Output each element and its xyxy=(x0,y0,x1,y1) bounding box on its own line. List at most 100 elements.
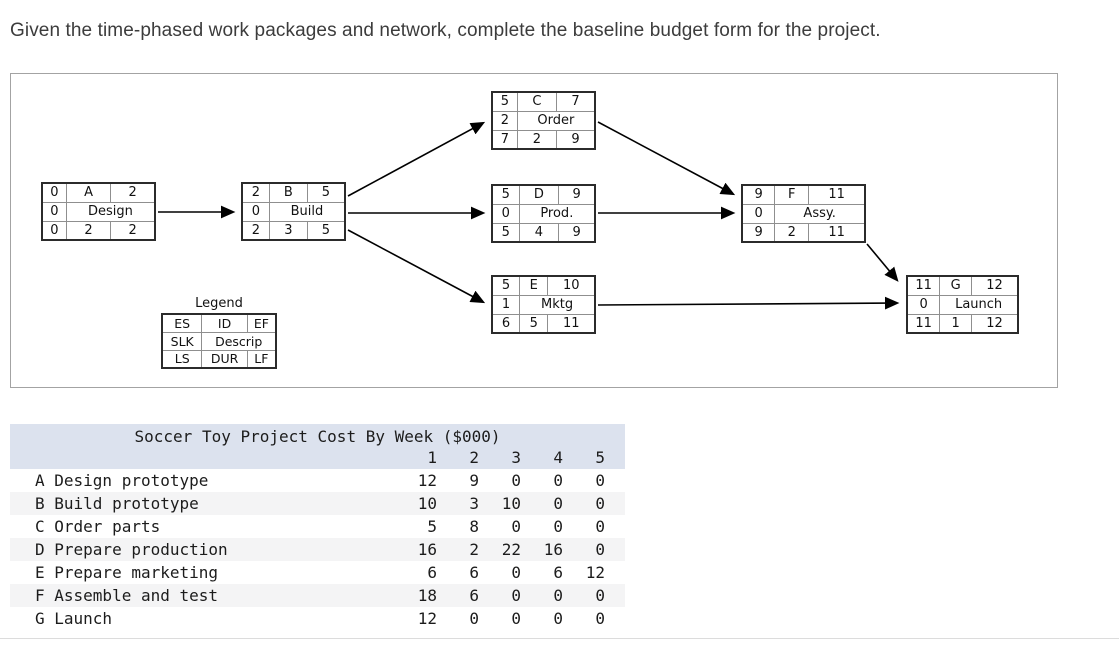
cost-cell: 0 xyxy=(553,609,563,628)
legend-descrip: Descrip xyxy=(201,331,277,351)
cost-cell: 0 xyxy=(469,609,479,628)
cost-cell: 0 xyxy=(595,517,605,536)
node-es: 11 xyxy=(906,275,941,296)
cost-cell: 10 xyxy=(417,494,437,513)
network-arrows xyxy=(158,121,900,310)
cost-cell: 12 xyxy=(417,609,437,628)
node-descrip: Assy. xyxy=(774,203,866,224)
node-slk: 0 xyxy=(741,203,776,224)
node-dur: 2 xyxy=(516,129,557,150)
cost-cell: 0 xyxy=(595,609,605,628)
activity-label: E Prepare marketing xyxy=(35,563,219,582)
activity-label: F Assemble and test xyxy=(35,586,219,605)
cost-cell: 12 xyxy=(585,563,605,582)
node-lf: 11 xyxy=(808,222,866,243)
node-dur: 2 xyxy=(65,220,112,241)
node-id: C xyxy=(516,91,557,112)
node-id: D xyxy=(518,184,560,205)
node-es: 2 xyxy=(241,182,270,203)
node-slk: 2 xyxy=(491,110,518,131)
arrow-f-g xyxy=(866,243,899,282)
arrow-c-f xyxy=(597,121,736,196)
node-dur: 3 xyxy=(268,220,308,241)
node-descrip: Order xyxy=(516,110,596,131)
cost-cell: 6 xyxy=(469,563,479,582)
node-lf: 12 xyxy=(971,313,1019,334)
node-ef: 5 xyxy=(306,182,346,203)
week-header-3: 3 xyxy=(511,448,521,467)
cost-cell: 0 xyxy=(511,471,521,490)
legend-title: Legend xyxy=(195,296,243,311)
node-descrip: Prod. xyxy=(518,203,596,224)
arrow-b-c xyxy=(347,121,486,197)
cost-cell: 0 xyxy=(553,471,563,490)
cost-cell: 0 xyxy=(511,563,521,582)
activity-label: D Prepare production xyxy=(35,540,228,559)
node-ls: 11 xyxy=(906,313,941,334)
activity-label: A Design prototype xyxy=(35,471,209,490)
legend-ls: LS xyxy=(161,349,203,369)
cost-cell: 16 xyxy=(543,540,563,559)
cost-table-header-row: 1 2 3 4 5 xyxy=(10,448,626,469)
legend-es: ES xyxy=(161,313,203,333)
cost-cell: 6 xyxy=(553,563,563,582)
node-slk: 0 xyxy=(906,294,941,315)
cost-cell: 0 xyxy=(595,494,605,513)
node-es: 5 xyxy=(491,184,520,205)
cost-cell: 16 xyxy=(417,540,437,559)
cost-cell: 0 xyxy=(511,609,521,628)
cost-cell: 18 xyxy=(417,586,437,605)
week-header-5: 5 xyxy=(595,448,605,467)
cost-cell: 2 xyxy=(469,540,479,559)
legend-dur: DUR xyxy=(201,349,248,369)
node-ls: 9 xyxy=(741,222,776,243)
node-dur: 1 xyxy=(939,313,973,334)
node-slk: 0 xyxy=(491,203,520,224)
node-ef: 9 xyxy=(558,184,596,205)
node-id: F xyxy=(774,184,810,205)
cost-cell: 6 xyxy=(427,563,437,582)
arrow-e-g xyxy=(597,296,900,310)
node-id: B xyxy=(268,182,308,203)
node-descrip: Mktg xyxy=(519,294,596,315)
cost-row-b: B Build prototype 10 3 10 0 0 xyxy=(10,492,626,515)
cost-cell: 10 xyxy=(501,494,521,513)
node-dur: 2 xyxy=(774,222,810,243)
node-ef: 10 xyxy=(547,275,596,296)
cost-cell: 22 xyxy=(501,540,521,559)
node-id: A xyxy=(65,182,112,203)
node-descrip: Launch xyxy=(939,294,1019,315)
node-ef: 12 xyxy=(971,275,1019,296)
cost-row-e: E Prepare marketing 6 6 0 6 12 xyxy=(10,561,625,584)
cost-row-a: A Design prototype 12 9 0 0 0 xyxy=(10,469,625,492)
week-header-4: 4 xyxy=(553,448,563,467)
cost-table: Soccer Toy Project Cost By Week ($000) 1… xyxy=(10,424,626,630)
cost-cell: 0 xyxy=(595,471,605,490)
activity-label: G Launch xyxy=(35,609,113,628)
node-id: E xyxy=(519,275,549,296)
node-ls: 2 xyxy=(241,220,270,241)
cost-cell: 0 xyxy=(595,586,605,605)
node-lf: 2 xyxy=(110,220,156,241)
node-ef: 7 xyxy=(555,91,596,112)
node-dur: 5 xyxy=(519,313,549,334)
cost-cell: 6 xyxy=(469,586,479,605)
node-slk: 1 xyxy=(491,294,521,315)
node-descrip: Design xyxy=(65,201,156,222)
cost-row-c: C Order parts 5 8 0 0 0 xyxy=(10,515,625,538)
cost-cell: 0 xyxy=(553,517,563,536)
node-es: 0 xyxy=(41,182,67,203)
week-header-1: 1 xyxy=(427,448,437,467)
cost-cell: 0 xyxy=(553,586,563,605)
node-es: 9 xyxy=(741,184,776,205)
node-lf: 9 xyxy=(558,222,596,243)
cost-cell: 12 xyxy=(417,471,437,490)
node-es: 5 xyxy=(491,275,521,296)
legend-slk: SLK xyxy=(161,331,203,351)
node-id: G xyxy=(939,275,973,296)
